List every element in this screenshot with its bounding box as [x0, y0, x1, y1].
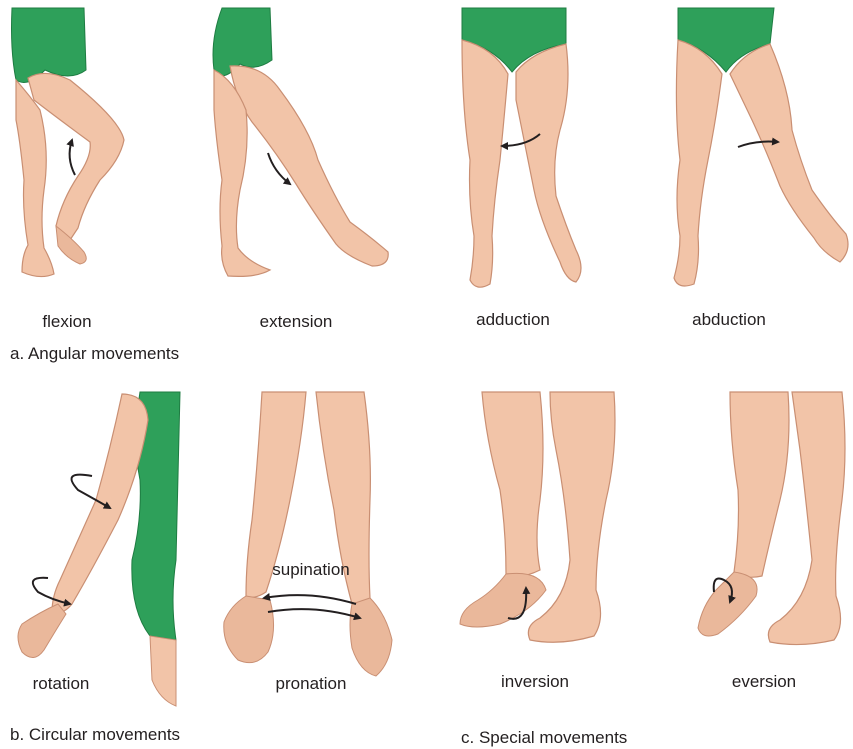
rotation-figure [18, 392, 180, 706]
label-extension: extension [260, 312, 333, 332]
extension-figure [213, 8, 388, 276]
supination-arrow [264, 595, 356, 604]
right-leg [730, 44, 848, 262]
label-supination: supination [272, 560, 350, 580]
flexion-figure [12, 8, 125, 277]
label-abduction: abduction [692, 310, 766, 330]
label-inversion: inversion [501, 672, 569, 692]
left-leg [674, 40, 722, 286]
torso-skin [150, 636, 176, 706]
pronation-arrow [268, 609, 360, 618]
eversion-figure [698, 392, 845, 645]
inversion-figure [460, 392, 615, 642]
forearm-figure [224, 392, 392, 676]
caption-special: c. Special movements [461, 728, 627, 748]
right-hand [350, 598, 392, 676]
abduction-figure [674, 8, 848, 286]
label-eversion: eversion [732, 672, 796, 692]
caption-circular: b. Circular movements [10, 725, 180, 745]
extended-leg [230, 66, 388, 266]
leotard [12, 8, 87, 82]
inverted-foot [460, 573, 546, 627]
right-leg [516, 44, 581, 282]
flexion-arrow [70, 140, 75, 175]
left-leg [730, 392, 789, 577]
left-leg [462, 40, 508, 287]
label-pronation: pronation [276, 674, 347, 694]
label-flexion: flexion [42, 312, 91, 332]
left-hand [224, 596, 274, 663]
left-leg [482, 392, 543, 576]
label-adduction: adduction [476, 310, 550, 330]
caption-angular: a. Angular movements [10, 344, 179, 364]
label-rotation: rotation [33, 674, 90, 694]
adduction-figure [462, 8, 581, 287]
leotard [213, 8, 272, 76]
hand [18, 604, 66, 658]
